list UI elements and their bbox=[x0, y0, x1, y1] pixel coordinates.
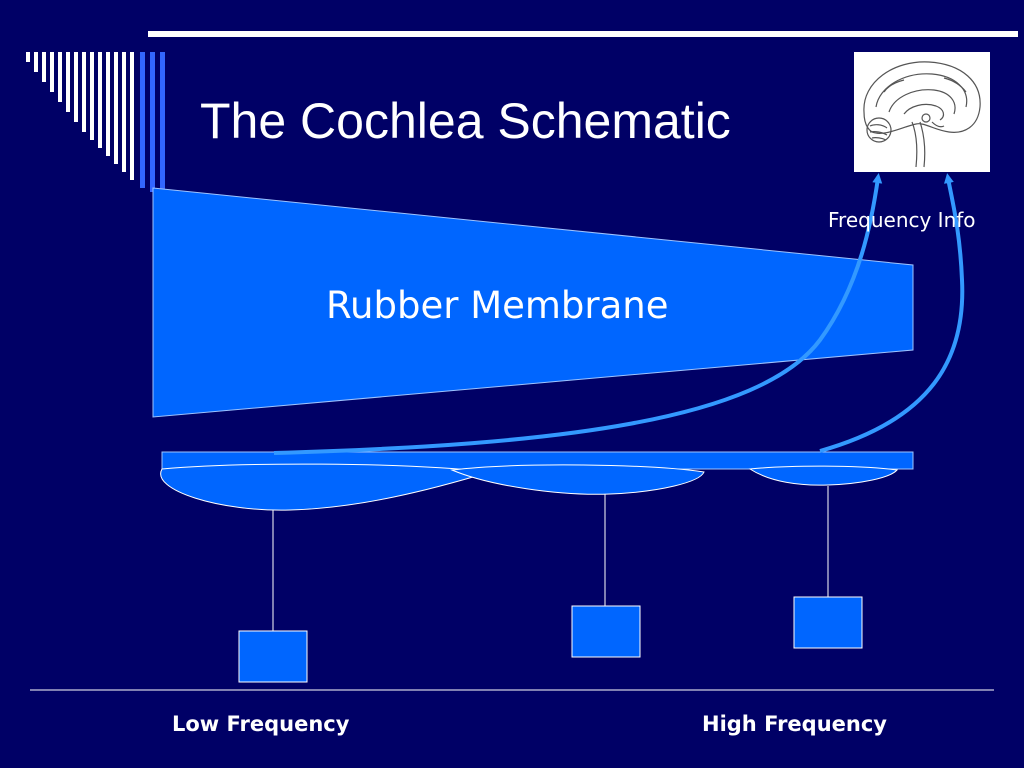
low-frequency-label: Low Frequency bbox=[172, 712, 350, 736]
brain-image bbox=[854, 52, 990, 172]
high-frequency-arrow bbox=[819, 173, 965, 453]
low-frequency-weight bbox=[238, 630, 308, 683]
rubber-membrane-label: Rubber Membrane bbox=[326, 284, 669, 327]
high-frequency-lobe bbox=[748, 465, 898, 486]
high-frequency-weight bbox=[793, 596, 863, 649]
decorative-stripes bbox=[26, 52, 165, 196]
slide-title: The Cochlea Schematic bbox=[200, 93, 731, 149]
low-frequency-arrow bbox=[273, 173, 883, 455]
mid-frequency-lobe bbox=[450, 464, 705, 495]
mid-frequency-weight bbox=[571, 605, 641, 658]
rubber-membrane-shape bbox=[152, 187, 914, 418]
top-divider-line bbox=[148, 31, 1018, 37]
brain-sagittal-section-icon bbox=[863, 61, 981, 168]
frequency-info-label: Frequency Info bbox=[828, 208, 976, 232]
low-frequency-lobe bbox=[160, 463, 491, 511]
high-frequency-label: High Frequency bbox=[702, 712, 887, 736]
